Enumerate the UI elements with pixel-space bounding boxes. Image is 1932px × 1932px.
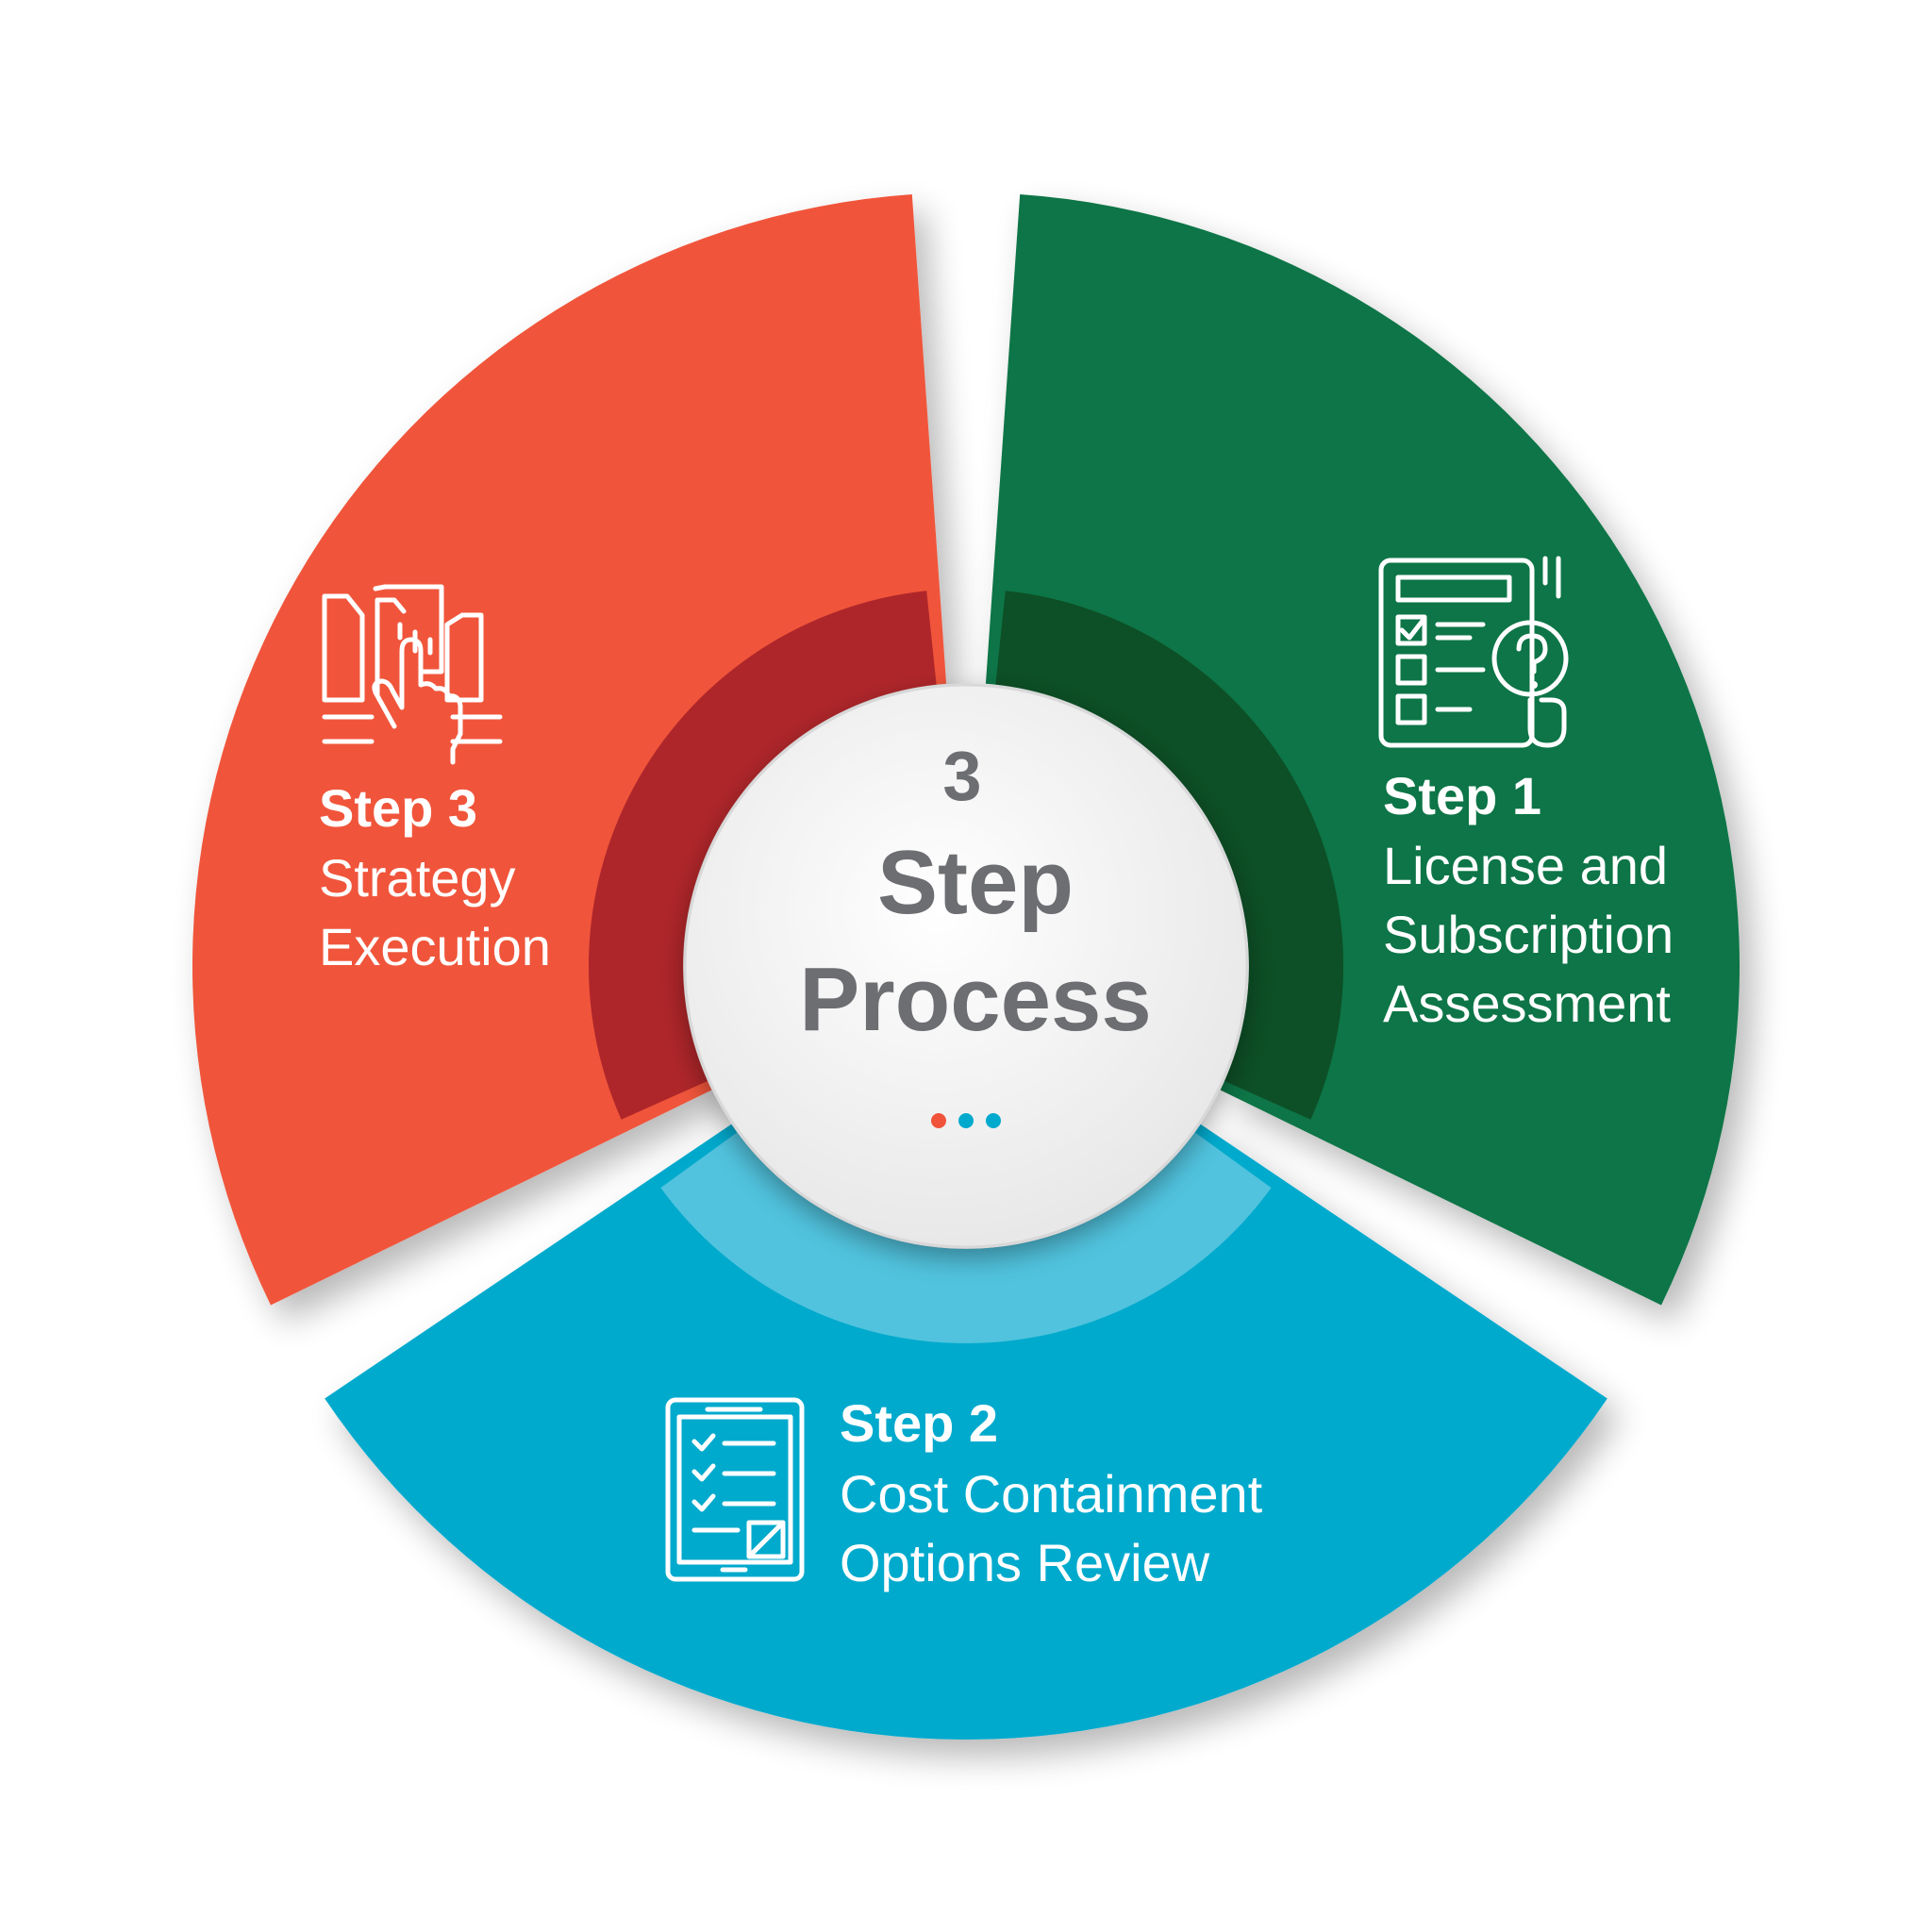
step-3-outer-arc	[192, 193, 947, 1306]
checklist-question-icon	[1378, 556, 1569, 748]
step-1-outer-arc	[985, 193, 1740, 1306]
step-2-outer-arc	[325, 1124, 1607, 1740]
step-1-line-1: License and	[1383, 836, 1668, 895]
step-2-inner-ring	[660, 1132, 1272, 1344]
step-2-line-1: Cost Containment	[840, 1464, 1263, 1524]
step-3-title: Step 3	[319, 778, 477, 838]
dot-red	[931, 1113, 946, 1128]
step-1-line-2: Subscription	[1383, 905, 1674, 964]
dot-blue-2	[986, 1113, 1001, 1128]
dot-blue-1	[958, 1113, 974, 1128]
step-2-segment	[325, 1124, 1607, 1740]
step-3-line-1: Strategy	[319, 848, 516, 908]
clipboard-checklist-icon	[665, 1397, 805, 1582]
step-2-line-2: Options Review	[840, 1533, 1210, 1592]
step-1-line-3: Assessment	[1383, 974, 1671, 1033]
center-number: 3	[942, 737, 981, 815]
center-line-1: Step	[877, 832, 1074, 933]
step-1-title: Step 1	[1383, 766, 1541, 825]
center-badge	[683, 683, 1249, 1249]
step-3-line-2: Execution	[319, 917, 551, 976]
step-1-inner-ring	[995, 591, 1343, 1120]
step-3-inner-ring	[588, 591, 937, 1120]
step-1-segment	[985, 193, 1740, 1306]
center-line-2: Process	[799, 949, 1152, 1050]
step-2-title: Step 2	[840, 1393, 998, 1453]
center-dots	[931, 1113, 1001, 1128]
step-3-segment	[192, 193, 947, 1306]
hand-pointing-documents-icon	[322, 584, 503, 765]
